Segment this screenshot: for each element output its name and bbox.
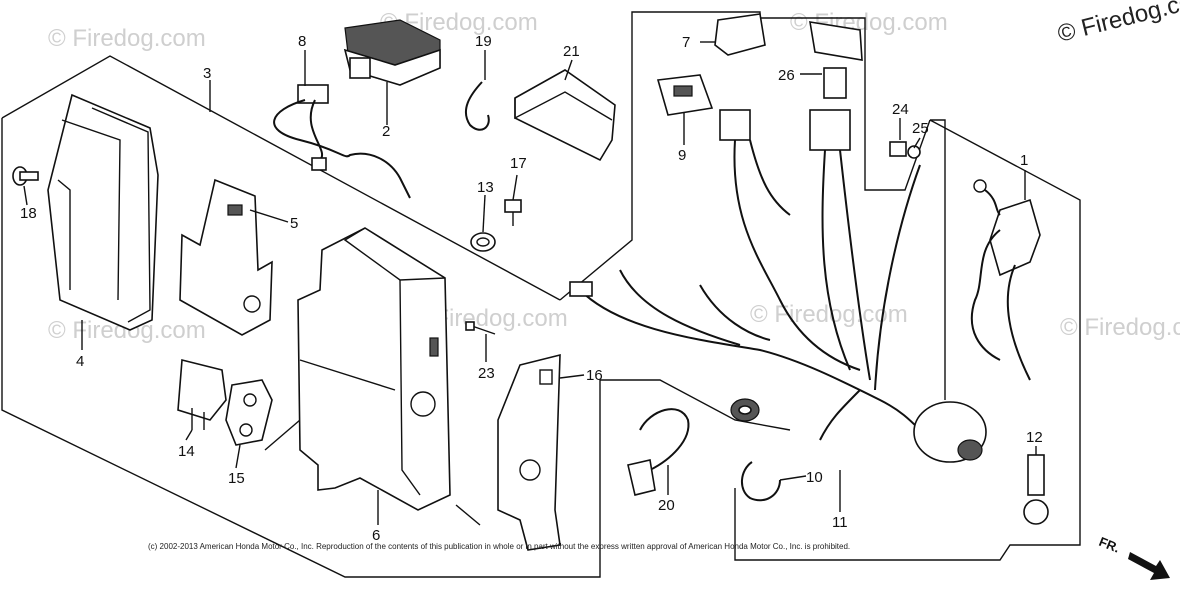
callout-11: 11 bbox=[832, 514, 848, 531]
callout-24: 24 bbox=[892, 101, 909, 118]
callout-10: 10 bbox=[806, 469, 823, 486]
copyright-notice: (c) 2002-2013 American Honda Motor Co., … bbox=[148, 542, 850, 551]
callout-14: 14 bbox=[178, 443, 195, 460]
part-6-control-box bbox=[297, 227, 451, 511]
part-11-main-harness bbox=[569, 109, 987, 463]
callout-12: 12 bbox=[1026, 429, 1043, 446]
part-25-washer bbox=[907, 145, 921, 159]
callout-17: 17 bbox=[510, 155, 527, 172]
grommet bbox=[730, 398, 760, 422]
part-17-screw bbox=[504, 199, 522, 226]
assembly-outline-left bbox=[1, 55, 601, 578]
front-direction-marker: FR. bbox=[1097, 534, 1170, 580]
part-12-key bbox=[1023, 454, 1049, 525]
part-16-plate bbox=[497, 353, 561, 551]
part-21-packet bbox=[514, 69, 616, 162]
callout-2: 2 bbox=[382, 123, 390, 140]
callout-9: 9 bbox=[678, 147, 686, 164]
callout-15: 15 bbox=[228, 470, 245, 487]
part-13-clamp bbox=[470, 232, 496, 252]
callout-13: 13 bbox=[477, 179, 494, 196]
part-20-strap bbox=[627, 408, 690, 496]
callout-16: 16 bbox=[586, 367, 603, 384]
callout-1: 1 bbox=[1020, 152, 1028, 169]
callout-19: 19 bbox=[475, 33, 492, 50]
part-7-relay bbox=[714, 13, 766, 56]
callout-6: 6 bbox=[372, 527, 380, 544]
part-19-clip bbox=[464, 81, 490, 131]
part-14-switch bbox=[177, 358, 227, 430]
part-18-screw bbox=[12, 166, 39, 186]
callout-18: 18 bbox=[20, 205, 37, 222]
callout-20: 20 bbox=[658, 497, 675, 514]
callout-7: 7 bbox=[682, 34, 690, 51]
watermark-corner: © Firedog.com bbox=[1055, 0, 1180, 48]
part-26-fuse-cover bbox=[809, 21, 863, 99]
watermark-right: © Firedog.com bbox=[1060, 314, 1180, 341]
part-23-screw bbox=[465, 321, 496, 335]
leader-lines bbox=[23, 41, 1037, 526]
assembly-outline-right bbox=[559, 11, 1081, 561]
watermark-top-left: © Firedog.com bbox=[48, 25, 206, 52]
front-label: FR. bbox=[1097, 534, 1122, 556]
part-1-switch bbox=[970, 179, 1041, 381]
callout-3: 3 bbox=[203, 65, 211, 82]
callout-8: 8 bbox=[298, 33, 306, 50]
part-10-clip bbox=[741, 461, 781, 502]
part-15-breaker bbox=[225, 379, 273, 446]
callout-5: 5 bbox=[290, 215, 298, 232]
part-4-cover bbox=[47, 93, 159, 331]
callout-4: 4 bbox=[76, 353, 84, 370]
callout-23: 23 bbox=[478, 365, 495, 382]
part-2-regulator bbox=[343, 19, 441, 86]
callout-26: 26 bbox=[778, 67, 795, 84]
front-arrow-icon bbox=[1128, 552, 1170, 580]
part-9-holder bbox=[656, 74, 714, 116]
callout-25: 25 bbox=[912, 120, 929, 137]
callout-21: 21 bbox=[563, 43, 580, 60]
part-8-harness bbox=[273, 84, 411, 199]
part-5-bracket bbox=[179, 178, 273, 336]
part-24-nut bbox=[889, 141, 907, 157]
